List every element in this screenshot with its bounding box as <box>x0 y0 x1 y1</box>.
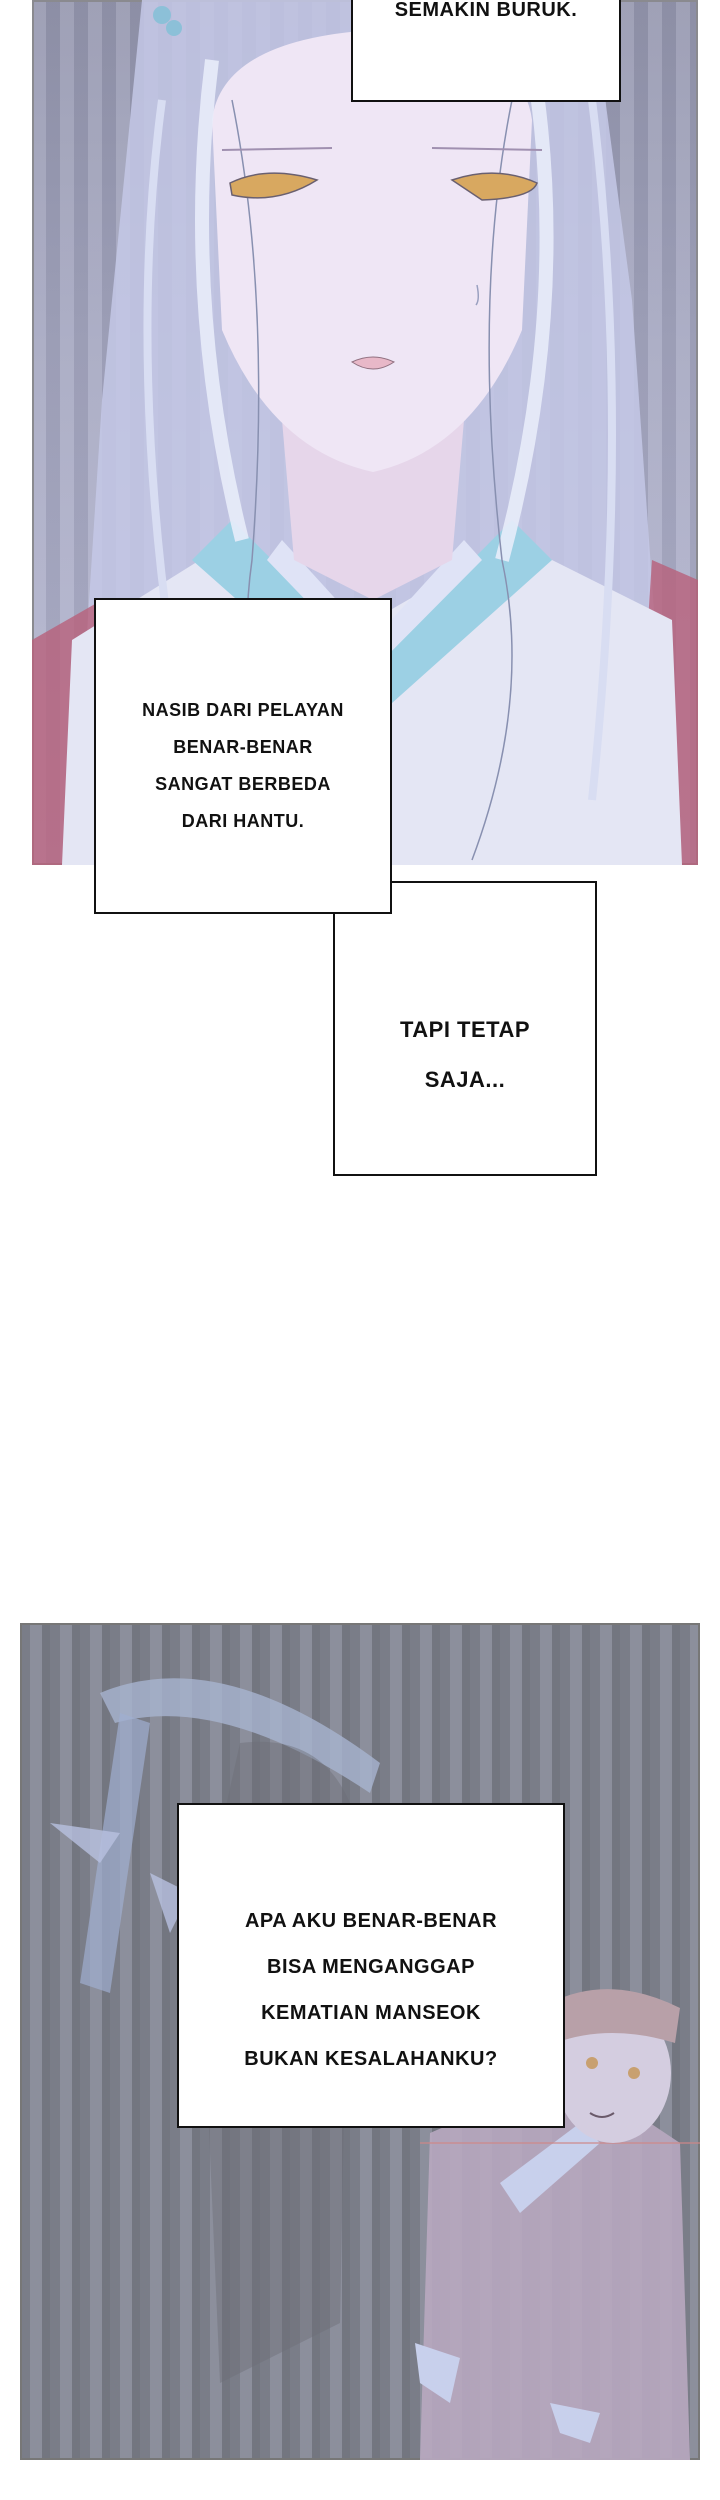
caption-line: APA AKU BENAR-BENAR <box>244 1910 498 1932</box>
caption-text-question: APA AKU BENAR-BENAR BISA MENGANGGAP KEMA… <box>179 1898 563 2082</box>
caption-box-fate: NASIB DARI PELAYAN BENAR-BENAR SANGAT BE… <box>94 598 392 914</box>
caption-line: NASIB DARI PELAYAN <box>142 700 344 720</box>
caption-line: BISA MENGANGGAP <box>267 1956 475 1978</box>
caption-box-question: APA AKU BENAR-BENAR BISA MENGANGGAP KEMA… <box>177 1803 565 2128</box>
caption-text-fate: NASIB DARI PELAYAN BENAR-BENAR SANGAT BE… <box>96 692 390 840</box>
caption-box-top: SEMAKIN BURUK. <box>351 0 621 102</box>
caption-text-top: SEMAKIN BURUK. <box>353 0 619 22</box>
caption-line: DARI HANTU. <box>181 811 305 831</box>
caption-line: SANGAT BERBEDA <box>155 774 331 794</box>
caption-line: TAPI TETAP <box>399 1017 531 1042</box>
caption-line: KEMATIAN MANSEOK <box>261 2002 481 2024</box>
caption-box-still: TAPI TETAP SAJA... <box>333 881 597 1176</box>
caption-text-still: TAPI TETAP SAJA... <box>335 1005 595 1105</box>
caption-line: BUKAN KESALAHANKU? <box>244 2048 498 2070</box>
caption-line: SEMAKIN BURUK. <box>394 0 578 21</box>
caption-line: SAJA... <box>424 1067 506 1092</box>
caption-line: BENAR-BENAR <box>173 737 313 757</box>
caption-merge-cover <box>335 883 390 912</box>
